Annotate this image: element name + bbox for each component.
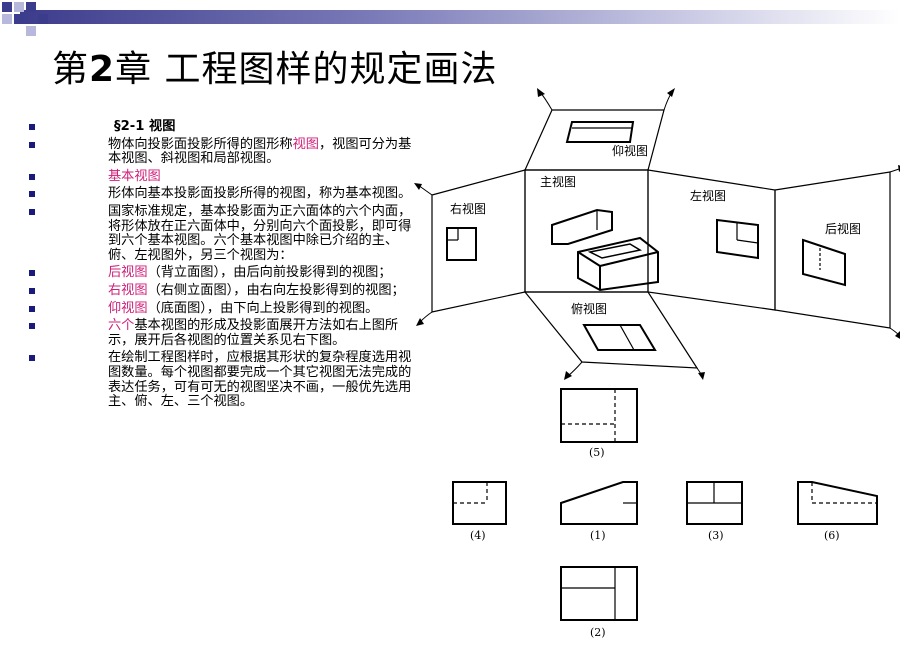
title-rest: 章 工程图样的规定画法: [115, 49, 498, 90]
highlight-term: 六个: [108, 318, 135, 334]
list-item: 物体向投影面投影所得的图形称视图，视图可分为基本视图、斜视图和局部视图。: [20, 136, 415, 167]
text: 基本视图的形成及投影面展开方法如右上图所示，展开后各视图的位置关系见右下图。: [108, 318, 399, 348]
list-item: 形体向基本投影面投影所得的视图，称为基本视图。: [20, 187, 415, 202]
label-view-1: (1): [590, 529, 606, 542]
page-title: 第2章 工程图样的规定画法: [52, 40, 498, 92]
top-panel: [524, 109, 665, 171]
bullet-icon: [29, 141, 35, 148]
bullet-icon: [29, 305, 35, 312]
list-item: 后视图（背立面图），由后向前投影得到的视图；: [20, 266, 415, 281]
list-item: §2-1 视图: [20, 119, 415, 135]
highlight-term: 视图: [292, 136, 319, 152]
view-5-shape: [560, 388, 638, 443]
header-square: [26, 26, 36, 36]
header-gradient-bar: [20, 10, 900, 24]
label-yang-view: 仰视图: [612, 143, 648, 158]
highlight-term: 仰视图: [108, 300, 148, 316]
bullet-icon: [29, 173, 35, 180]
header-square: [2, 2, 12, 12]
highlight-term: 右视图: [108, 282, 148, 298]
label-view-5: (5): [589, 446, 605, 459]
bullet-icon: [29, 287, 35, 294]
text: （底面图），由下向上投影得到的视图。: [147, 300, 379, 316]
bullet-icon: [29, 323, 35, 330]
header-square: [2, 14, 12, 24]
label-view-6: (6): [824, 529, 840, 542]
bottom-panel: [523, 291, 699, 369]
bullet-icon: [29, 270, 35, 277]
projection-unfold-diagram: 仰视图 主视图 左视图 右视图 后视图 俯视图: [414, 88, 900, 380]
label-bottom-panel-view: 俯视图: [571, 301, 607, 316]
text: 形体向基本投影面投影所得的视图，称为基本视图。: [108, 186, 412, 202]
text: 物体向投影面投影所得的图形称: [108, 136, 293, 152]
bullet-list: §2-1 视图 物体向投影面投影所得的图形称视图，视图可分为基本视图、斜视图和局…: [20, 119, 415, 413]
list-item: 六个基本视图的形成及投影面展开方法如右上图所示，展开后各视图的位置关系见右下图。: [20, 318, 415, 348]
text: ，视图可分为基本视图、斜视图和局部视图。: [108, 136, 412, 167]
list-item: 基本视图: [20, 168, 415, 185]
label-left-view: 左视图: [690, 188, 726, 203]
six-views-layout: (5) (4) (1) (3) (6) (2): [452, 388, 878, 639]
label-right-view: 右视图: [450, 201, 486, 216]
highlight-term: 后视图: [108, 265, 148, 281]
title-number: 2: [89, 49, 116, 90]
header-decoration: [0, 0, 900, 36]
label-front-view: 主视图: [540, 174, 576, 189]
right-side-panel: [431, 169, 526, 313]
view-2-shape: [560, 566, 638, 621]
bullet-icon: [29, 191, 35, 198]
text: 在绘制工程图样时，应根据其形状的复杂程度选用视图数量。每个视图都要完成一个其它视…: [108, 350, 412, 410]
bullet-icon: [29, 208, 35, 215]
list-item: 在绘制工程图样时，应根据其形状的复杂程度选用视图数量。每个视图都要完成一个其它视…: [20, 351, 415, 409]
label-view-2: (2): [590, 626, 606, 639]
list-item: 仰视图（底面图），由下向上投影得到的视图。: [20, 300, 415, 317]
section-heading: §2-1 视图: [114, 119, 176, 134]
header-square: [38, 14, 48, 24]
label-view-4: (4): [470, 529, 486, 542]
label-back-view: 后视图: [825, 221, 861, 236]
text: 国家标准规定，基本投影面为正六面体的六个内面，将形体放在正六面体中，分别向六个面…: [108, 203, 412, 263]
text: （背立面图），由后向前投影得到的视图；: [147, 265, 392, 281]
bullet-icon: [29, 124, 35, 130]
label-view-3: (3): [708, 529, 724, 542]
header-square: [26, 2, 36, 12]
title-prefix: 第: [52, 49, 90, 90]
header-square: [14, 2, 24, 12]
highlight-term: 基本视图: [108, 168, 161, 184]
header-square: [14, 14, 24, 24]
bullet-icon: [29, 355, 35, 362]
list-item: 国家标准规定，基本投影面为正六面体的六个内面，将形体放在正六面体中，分别向六个面…: [20, 203, 415, 263]
view-6-shape: [797, 481, 878, 525]
list-item: 右视图（右侧立面图），由右向左投影得到的视图；: [20, 282, 415, 299]
text: （右侧立面图），由右向左投影得到的视图；: [147, 282, 405, 298]
